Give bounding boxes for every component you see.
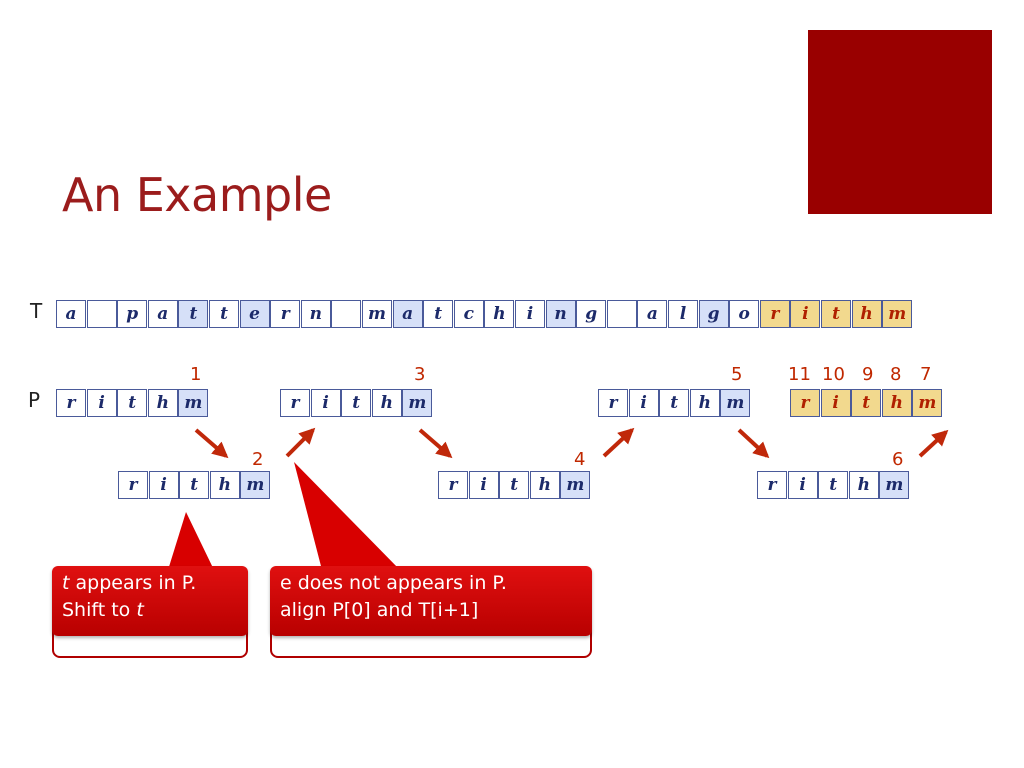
callout-1-line-2: Shift to t xyxy=(62,597,238,624)
text-cell: a xyxy=(392,300,423,328)
text-cell: g xyxy=(698,300,729,328)
pattern-cell: i xyxy=(628,389,659,417)
pattern-row-label: P xyxy=(28,388,41,412)
text-cell xyxy=(331,300,362,328)
text-cell: t xyxy=(178,300,209,328)
pattern-cell: r xyxy=(598,389,628,417)
callout-2-line-2: align P[0] and T[i+1] xyxy=(280,599,479,621)
callout-2-line-1: e does not appears in P. xyxy=(280,572,507,594)
callout-1-italic: t xyxy=(62,572,70,594)
pattern-cell: m xyxy=(178,389,209,417)
pattern-cell: h xyxy=(371,389,402,417)
text-cell: g xyxy=(576,300,607,328)
step-number: 3 xyxy=(414,364,426,385)
shift-arrow xyxy=(737,428,770,459)
page-title: An Example xyxy=(62,168,332,222)
shift-arrow xyxy=(918,429,949,458)
pattern-cell: i xyxy=(820,389,851,417)
step-number: 6 xyxy=(892,449,904,470)
pattern-cell: i xyxy=(86,389,117,417)
text-cell: a xyxy=(147,300,178,328)
text-cell: n xyxy=(545,300,576,328)
pattern-cell: h xyxy=(689,389,720,417)
text-cell: h xyxy=(851,300,882,328)
text-cell: r xyxy=(270,300,301,328)
pattern-cell: m xyxy=(402,389,433,417)
step-number: 8 xyxy=(890,364,902,385)
text-cell: l xyxy=(668,300,698,328)
text-cell: m xyxy=(882,300,913,328)
step-number: 9 xyxy=(862,364,874,385)
pattern-cell: m xyxy=(879,471,910,499)
callout-pointer-1 xyxy=(168,512,214,570)
text-row-label: T xyxy=(30,299,43,323)
pattern-cell: r xyxy=(56,389,86,417)
shift-arrow xyxy=(602,427,635,458)
text-cell: i xyxy=(515,300,545,328)
pattern-cell: i xyxy=(148,471,179,499)
pattern-cell: t xyxy=(341,389,372,417)
text-cell: o xyxy=(729,300,760,328)
pattern-cell: m xyxy=(912,389,943,417)
callout-2: e does not appears in P. align P[0] and … xyxy=(270,566,592,636)
text-cell: r xyxy=(759,300,790,328)
pattern-cell: t xyxy=(659,389,690,417)
pattern-cell: r xyxy=(280,389,310,417)
pattern-cell: m xyxy=(560,471,591,499)
callout-pointer-2 xyxy=(294,462,400,570)
text-cell: t xyxy=(423,300,454,328)
decorative-red-square xyxy=(808,30,992,214)
text-cell: c xyxy=(453,300,484,328)
pattern-cell: m xyxy=(240,471,271,499)
step-number: 4 xyxy=(574,449,586,470)
callout-1-line-1: t appears in P. xyxy=(62,570,238,597)
step-number: 1 xyxy=(190,364,202,385)
pattern-cell: t xyxy=(179,471,210,499)
text-cell xyxy=(606,300,637,328)
pattern-cell: h xyxy=(881,389,912,417)
text-cell: n xyxy=(300,300,331,328)
pattern-cell: m xyxy=(720,389,751,417)
step-number: 7 xyxy=(920,364,932,385)
pattern-cell: r xyxy=(757,471,787,499)
shift-arrow xyxy=(285,427,316,458)
callout-1-line-1-rest: appears in P. xyxy=(69,572,197,594)
step-number: 2 xyxy=(252,449,264,470)
pattern-cell: r xyxy=(790,389,820,417)
pattern-cell: h xyxy=(529,471,560,499)
text-cell: p xyxy=(117,300,148,328)
text-cell: t xyxy=(209,300,239,328)
pattern-cell: t xyxy=(851,389,882,417)
text-cell: h xyxy=(484,300,515,328)
step-number: 10 xyxy=(822,364,845,385)
text-cell: i xyxy=(790,300,821,328)
text-cell: e xyxy=(239,300,270,328)
pattern-cell: h xyxy=(848,471,879,499)
callout-1-line-2-italic: t xyxy=(136,599,144,621)
text-cell xyxy=(86,300,117,328)
pattern-cell: h xyxy=(147,389,178,417)
pattern-cell: h xyxy=(209,471,240,499)
pattern-cell: i xyxy=(468,471,499,499)
callout-1-line-2-prefix: Shift to xyxy=(62,599,137,621)
pattern-cell: t xyxy=(117,389,148,417)
shift-arrow xyxy=(194,428,229,459)
pattern-cell: i xyxy=(310,389,341,417)
step-number: 11 xyxy=(788,364,811,385)
pattern-cell: r xyxy=(118,471,148,499)
text-cell: m xyxy=(362,300,392,328)
pattern-cell: t xyxy=(818,471,849,499)
pattern-cell: r xyxy=(438,471,468,499)
shift-arrow xyxy=(418,428,453,459)
pattern-cell: i xyxy=(787,471,818,499)
callout-1: t appears in P. Shift to t xyxy=(52,566,248,636)
text-cell: t xyxy=(821,300,851,328)
text-cell: a xyxy=(637,300,668,328)
step-number: 5 xyxy=(731,364,743,385)
text-cell: a xyxy=(56,300,86,328)
pattern-cell: t xyxy=(499,471,530,499)
